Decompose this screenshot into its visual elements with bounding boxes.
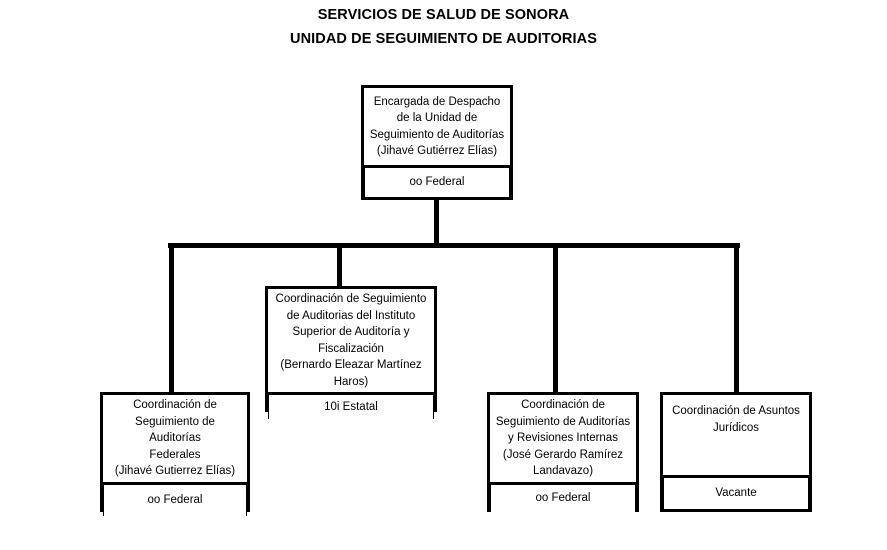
org-node-juridicos-footer: Vacante <box>663 478 809 509</box>
org-node-isaf-body: Coordinación de Seguimiento de Auditoria… <box>268 289 434 392</box>
org-node-juridicos-body: Coordinación de Asuntos Jurídicos <box>663 395 809 475</box>
chart-title-line-2: UNIDAD DE SEGUIMIENTO DE AUDITORIAS <box>290 31 597 47</box>
org-node-isaf-title: Coordinación de Seguimiento de Auditoria… <box>275 293 427 388</box>
org-node-federales-divider <box>103 481 247 485</box>
org-node-isaf-divider <box>268 392 434 395</box>
connector-root-stem <box>434 200 439 247</box>
org-node-internas[interactable]: Coordinación de Seguimiento de Auditoría… <box>487 392 639 512</box>
org-node-juridicos-footer-text: Vacante <box>715 487 757 499</box>
org-node-juridicos-title: Coordinación de Asuntos Jurídicos <box>672 405 800 434</box>
org-node-internas-footer: oo Federal <box>490 484 636 512</box>
org-node-internas-body: Coordinación de Seguimiento de Auditoría… <box>490 395 636 482</box>
org-node-root-body: Encargada de Despacho de la Unidad de Se… <box>364 88 510 165</box>
org-node-federales[interactable]: Coordinación de Seguimiento de Auditoría… <box>100 392 250 516</box>
org-node-isaf[interactable]: Coordinación de Seguimiento de Auditoria… <box>265 286 437 419</box>
connector-drop-juridicos <box>734 243 739 393</box>
chart-title-line-1: SERVICIOS DE SALUD DE SONORA <box>317 7 570 23</box>
org-node-root-title: Encargada de Despacho de la Unidad de Se… <box>369 95 505 158</box>
org-node-internas-title: Coordinación de Seguimiento de Auditoría… <box>495 399 631 477</box>
connector-drop-isaf <box>337 243 342 288</box>
org-node-root[interactable]: Encargada de Despacho de la Unidad de Se… <box>361 85 513 200</box>
org-node-juridicos[interactable]: Coordinación de Asuntos Jurídicos Vacant… <box>660 392 812 512</box>
connector-drop-internas <box>553 243 558 393</box>
org-node-isaf-footer: 10i Estatal <box>268 395 434 419</box>
org-node-root-footer-text: oo Federal <box>409 176 465 188</box>
org-node-federales-footer-text: oo Federal <box>147 493 203 506</box>
connector-drop-federales <box>169 243 174 393</box>
org-node-root-divider <box>364 165 510 168</box>
org-node-root-footer: oo Federal <box>364 168 510 197</box>
connector-horizontal-bus <box>168 243 740 248</box>
org-node-internas-divider <box>490 481 636 485</box>
org-node-federales-body: Coordinación de Seguimiento de Auditoría… <box>103 395 247 482</box>
org-node-juridicos-divider <box>663 475 809 478</box>
org-node-internas-footer-text: oo Federal <box>535 491 591 504</box>
org-node-federales-footer: oo Federal <box>103 484 247 516</box>
org-node-isaf-footer-text: 10i Estatal <box>324 400 378 413</box>
org-node-federales-title: Coordinación de Seguimiento de Auditoría… <box>114 399 236 477</box>
